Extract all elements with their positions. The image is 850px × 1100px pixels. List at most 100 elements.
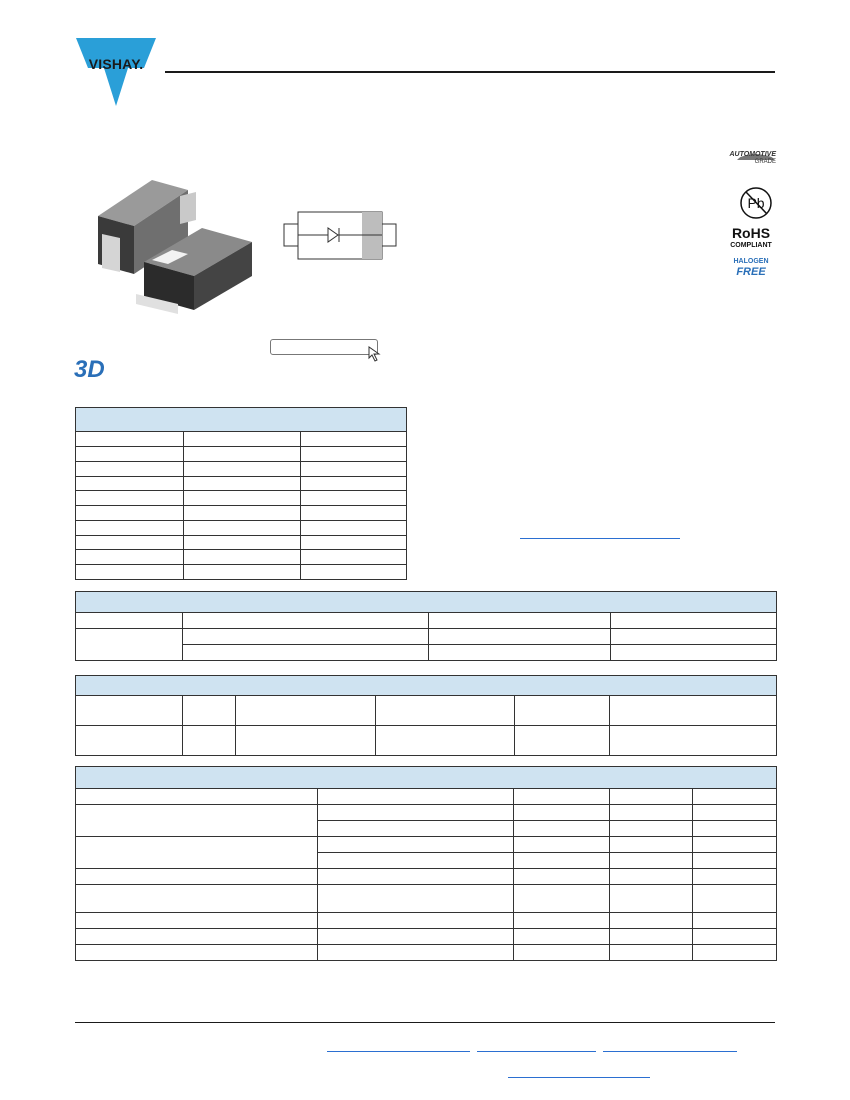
table-cell bbox=[75, 884, 318, 913]
table-cell bbox=[182, 612, 429, 629]
table-cell bbox=[317, 944, 514, 961]
table-cell bbox=[75, 836, 318, 869]
table-cell bbox=[75, 804, 318, 837]
rohs-badge: RoHS COMPLIANT bbox=[726, 226, 776, 250]
table-cell bbox=[299, 431, 408, 447]
table-cell bbox=[513, 928, 610, 945]
table-cell bbox=[235, 725, 376, 756]
table-cell bbox=[317, 928, 514, 945]
footer-link-4[interactable] bbox=[508, 1077, 650, 1078]
cursor-arrow bbox=[368, 346, 384, 362]
table-cell bbox=[75, 535, 184, 550]
table-cell bbox=[75, 564, 184, 580]
table-cell bbox=[428, 612, 611, 629]
table-cell bbox=[513, 884, 610, 913]
table-cell bbox=[691, 836, 778, 853]
table-cell bbox=[317, 868, 514, 885]
footer-link-2[interactable] bbox=[477, 1051, 596, 1052]
table-cell bbox=[182, 644, 429, 661]
vishay-logo-icon bbox=[76, 38, 156, 106]
table-cell bbox=[183, 446, 301, 462]
compliant-label: COMPLIANT bbox=[730, 242, 772, 249]
datasheet-link[interactable] bbox=[520, 538, 680, 539]
table-cell bbox=[182, 628, 429, 645]
rohs-label: RoHS bbox=[731, 225, 771, 241]
pb-free-icon: Pb bbox=[740, 187, 772, 219]
table-cell bbox=[317, 788, 514, 805]
table-cell bbox=[75, 505, 184, 521]
table-cell bbox=[691, 852, 778, 869]
table-cell bbox=[317, 852, 514, 869]
table-cell bbox=[513, 804, 610, 821]
table-cell bbox=[75, 520, 184, 536]
table-cell bbox=[75, 944, 318, 961]
table-cell bbox=[75, 549, 184, 565]
table-cell bbox=[183, 520, 301, 536]
table-cell bbox=[691, 944, 778, 961]
table-cell bbox=[513, 852, 610, 869]
table-cell bbox=[75, 446, 184, 462]
table-cell bbox=[299, 490, 408, 506]
table-cell bbox=[609, 788, 693, 805]
automotive-grade-badge: AUTOMOTIVE GRADE bbox=[726, 151, 776, 166]
table-cell bbox=[75, 431, 184, 447]
table-header bbox=[75, 591, 777, 613]
table-cell bbox=[691, 928, 778, 945]
table-cell bbox=[609, 928, 693, 945]
table-cell bbox=[299, 476, 408, 491]
table-cell bbox=[691, 788, 778, 805]
table-cell bbox=[691, 820, 778, 837]
table-cell bbox=[299, 564, 408, 580]
table-cell bbox=[299, 520, 408, 536]
package-3d-drawing bbox=[92, 176, 272, 316]
table-cell bbox=[299, 535, 408, 550]
table-cell bbox=[183, 505, 301, 521]
automotive-label: AUTOMOTIVE bbox=[729, 151, 776, 158]
table-cell bbox=[513, 912, 610, 929]
interactive-link-box[interactable] bbox=[270, 339, 378, 355]
table-cell bbox=[183, 564, 301, 580]
halogen-free-badge: HALOGEN FREE bbox=[726, 257, 776, 278]
table-cell bbox=[183, 431, 301, 447]
3d-model-link[interactable]: 3D bbox=[74, 356, 105, 383]
halogen-label: HALOGEN bbox=[733, 258, 769, 265]
header-rule bbox=[165, 71, 775, 73]
table-cell bbox=[182, 695, 236, 726]
table-cell bbox=[183, 549, 301, 565]
car-silhouette bbox=[736, 148, 776, 160]
table-cell bbox=[610, 612, 777, 629]
table-header bbox=[74, 766, 778, 789]
table-cell bbox=[514, 695, 610, 726]
footer-link-3[interactable] bbox=[603, 1051, 737, 1052]
table-cell bbox=[609, 852, 693, 869]
table-cell bbox=[514, 725, 610, 756]
vishay-logo: VISHAY. bbox=[72, 38, 160, 106]
table-cell bbox=[610, 628, 777, 645]
diode-schematic bbox=[282, 211, 398, 261]
table-cell bbox=[75, 868, 318, 885]
package-3d-icon bbox=[98, 180, 252, 314]
table-header bbox=[74, 675, 778, 696]
table-cell bbox=[183, 476, 301, 491]
table-cell bbox=[75, 788, 318, 805]
table-cell bbox=[513, 820, 610, 837]
package-table bbox=[74, 675, 778, 756]
table-cell bbox=[75, 461, 184, 477]
ordering-information-table bbox=[75, 591, 777, 661]
footer-link-1[interactable] bbox=[327, 1051, 470, 1052]
table-cell bbox=[691, 884, 778, 913]
table-cell bbox=[299, 461, 408, 477]
table-cell bbox=[513, 868, 610, 885]
table-cell bbox=[609, 820, 693, 837]
table-cell bbox=[609, 868, 693, 885]
primary-characteristics-table bbox=[74, 407, 408, 580]
table-cell bbox=[182, 725, 236, 756]
table-cell bbox=[609, 912, 693, 929]
logo-text: VISHAY. bbox=[88, 56, 144, 72]
table-cell bbox=[608, 725, 778, 756]
table-cell bbox=[375, 695, 515, 726]
table-cell bbox=[75, 928, 318, 945]
table-cell bbox=[317, 820, 514, 837]
table-cell bbox=[75, 628, 183, 661]
table-cell bbox=[513, 944, 610, 961]
